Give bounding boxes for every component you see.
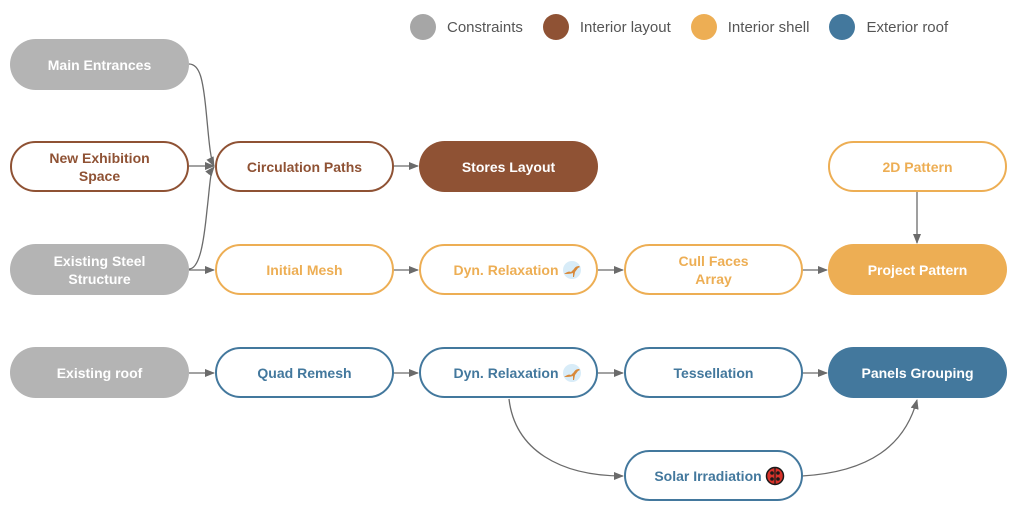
node-label: Circulation Paths [246, 158, 363, 175]
kangaroo-icon [562, 260, 581, 279]
node-quad-remesh[interactable]: Quad Remesh [215, 347, 394, 398]
node-label: Stores Layout [461, 158, 556, 175]
node-dyn-relaxation-shell[interactable]: Dyn. Relaxation [419, 244, 598, 295]
node-label: Existing Steel Structure [53, 252, 146, 287]
legend-dot-exterior-roof [829, 14, 856, 40]
node-new-exhibition-space[interactable]: New Exhibition Space [10, 141, 189, 192]
edge-main-entrances-to-circulation [188, 63, 215, 167]
legend-item-interior-layout: Interior layout [542, 14, 671, 40]
legend-label: Interior layout [579, 18, 671, 36]
ladybug-icon [765, 466, 784, 485]
edge-steel-to-circulation [188, 166, 215, 270]
legend-dot-interior-layout [542, 14, 569, 40]
node-label: Dyn. Relaxation [453, 261, 559, 278]
node-label: Quad Remesh [257, 364, 352, 381]
node-label: Project Pattern [867, 261, 968, 278]
edge-solar-to-panels [801, 399, 919, 477]
legend-item-constraints: Constraints [410, 14, 523, 40]
node-panels-grouping[interactable]: Panels Grouping [828, 347, 1007, 398]
node-label: 2D Pattern [882, 158, 953, 175]
node-project-pattern[interactable]: Project Pattern [828, 244, 1007, 295]
node-stores-layout[interactable]: Stores Layout [419, 141, 598, 192]
kangaroo-icon [562, 363, 581, 382]
node-2d-pattern[interactable]: 2D Pattern [828, 141, 1007, 192]
node-circulation-paths[interactable]: Circulation Paths [215, 141, 394, 192]
node-main-entrances[interactable]: Main Entrances [10, 39, 189, 90]
node-label: Tessellation [673, 364, 754, 381]
node-label: Main Entrances [47, 56, 152, 73]
legend-item-exterior-roof: Exterior roof [829, 14, 948, 40]
legend-dot-interior-shell [690, 14, 717, 40]
edge-relaxation-to-solar [508, 398, 624, 480]
legend-dot-constraints [410, 14, 436, 40]
legend-label: Exterior roof [866, 18, 949, 36]
node-label: Dyn. Relaxation [453, 364, 559, 381]
node-label: New Exhibition Space [49, 149, 150, 184]
node-label: Cull Faces Array [678, 252, 749, 287]
node-dyn-relaxation-roof[interactable]: Dyn. Relaxation [419, 347, 598, 398]
node-existing-steel-structure[interactable]: Existing Steel Structure [10, 244, 189, 295]
node-label: Panels Grouping [861, 364, 974, 381]
node-label: Initial Mesh [266, 261, 343, 278]
legend: Constraints Interior layout Interior she… [410, 14, 968, 40]
node-cull-faces-array[interactable]: Cull Faces Array [624, 244, 803, 295]
node-label: Solar Irradiation [654, 467, 762, 484]
node-tessellation[interactable]: Tessellation [624, 347, 803, 398]
node-label: Existing roof [56, 364, 143, 381]
legend-label: Interior shell [727, 18, 810, 36]
legend-label: Constraints [447, 18, 523, 36]
node-existing-roof[interactable]: Existing roof [10, 347, 189, 398]
legend-item-interior-shell: Interior shell [690, 14, 810, 40]
node-solar-irradiation[interactable]: Solar Irradiation [624, 450, 803, 501]
node-initial-mesh[interactable]: Initial Mesh [215, 244, 394, 295]
